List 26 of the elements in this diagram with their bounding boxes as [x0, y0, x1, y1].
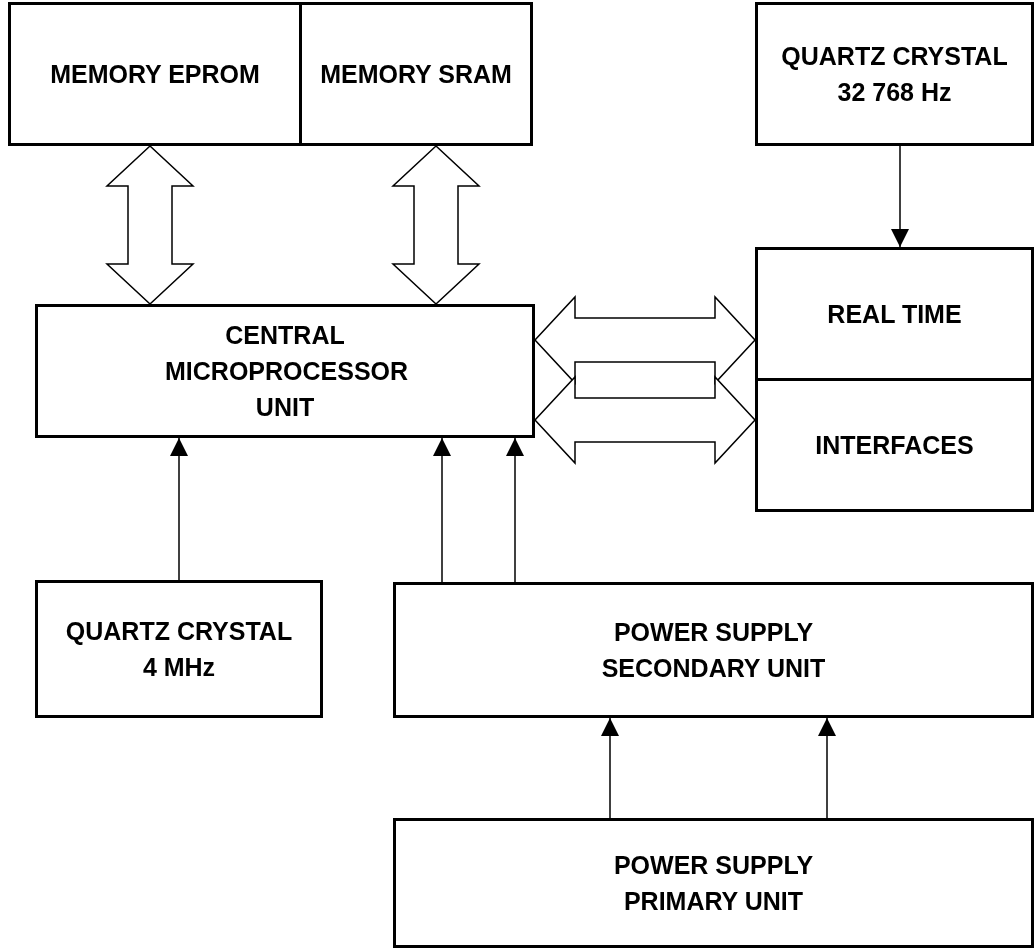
block-box [755, 247, 1034, 381]
block-label: QUARTZ CRYSTAL 4 MHz [64, 616, 294, 683]
block-label: INTERFACES [815, 430, 974, 461]
block-box [8, 2, 302, 146]
block-box [299, 2, 533, 146]
double-arrow [105, 144, 195, 306]
double-arrow [533, 375, 757, 465]
double-arrow [391, 144, 481, 306]
arrow [433, 437, 451, 583]
block-box [755, 378, 1034, 512]
arrow [818, 717, 836, 819]
block-box [393, 818, 1034, 948]
block-label: QUARTZ CRYSTAL 32 768 Hz [780, 41, 1009, 108]
block-box [755, 2, 1034, 146]
block-box [393, 582, 1034, 718]
arrow [506, 437, 524, 583]
block-label: POWER SUPPLY PRIMARY UNIT [612, 850, 815, 917]
block-box [35, 580, 323, 718]
block-label: REAL TIME [827, 299, 962, 330]
block-label: POWER SUPPLY SECONDARY UNIT [600, 617, 827, 684]
block-label: MEMORY SRAM [320, 59, 512, 90]
block-box [35, 304, 535, 438]
arrow [170, 437, 188, 581]
block-label: MEMORY EPROM [50, 59, 260, 90]
arrow [601, 717, 619, 819]
arrow [891, 145, 909, 248]
